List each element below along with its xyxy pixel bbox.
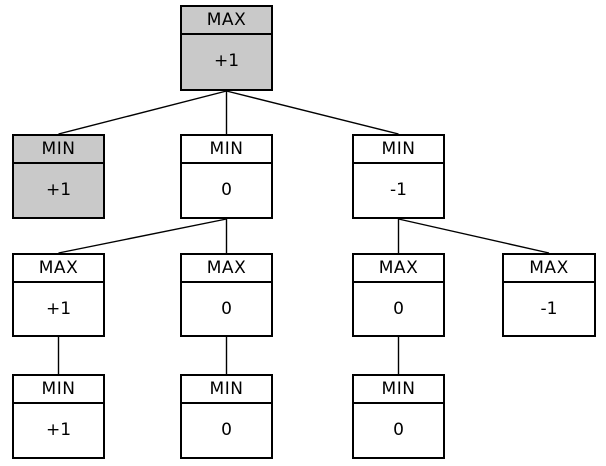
node-type-label: MIN (182, 136, 271, 164)
tree-node-b3: MIN 0 (352, 374, 445, 459)
node-value: -1 (390, 180, 407, 200)
node-type-label: MAX (354, 255, 443, 283)
node-type-label: MIN (354, 136, 443, 164)
node-value: -1 (540, 299, 558, 319)
node-value: 0 (221, 299, 232, 319)
tree-node-m4: MAX -1 (502, 253, 596, 337)
node-type-label: MAX (14, 255, 103, 283)
tree-node-root: MAX +1 (180, 5, 273, 91)
tree-node-n1: MIN +1 (12, 134, 105, 219)
node-value: +1 (45, 180, 72, 200)
tree-edge-n2-m1 (58, 218, 227, 254)
node-type-label: MAX (182, 7, 271, 35)
node-type-label: MAX (182, 255, 271, 283)
tree-node-m3: MAX 0 (352, 253, 445, 337)
node-value: 0 (221, 180, 232, 200)
tree-edge-n3-m4 (398, 218, 550, 254)
node-value: +1 (45, 420, 72, 440)
node-type-label: MIN (182, 376, 271, 404)
node-type-label: MIN (354, 376, 443, 404)
node-value: 0 (393, 420, 404, 440)
tree-node-n2: MIN 0 (180, 134, 273, 219)
tree-edge-root-n3 (226, 90, 399, 135)
tree-node-m1: MAX +1 (12, 253, 105, 337)
node-type-label: MIN (14, 136, 103, 164)
node-value: +1 (45, 299, 72, 319)
node-value: 0 (221, 420, 232, 440)
node-type-label: MIN (14, 376, 103, 404)
tree-node-b1: MIN +1 (12, 374, 105, 459)
node-value: +1 (213, 51, 240, 71)
tree-node-b2: MIN 0 (180, 374, 273, 459)
node-value: 0 (393, 299, 404, 319)
node-type-label: MAX (504, 255, 594, 283)
tree-node-n3: MIN -1 (352, 134, 445, 219)
tree-node-m2: MAX 0 (180, 253, 273, 337)
tree-edge-root-n1 (58, 90, 227, 135)
